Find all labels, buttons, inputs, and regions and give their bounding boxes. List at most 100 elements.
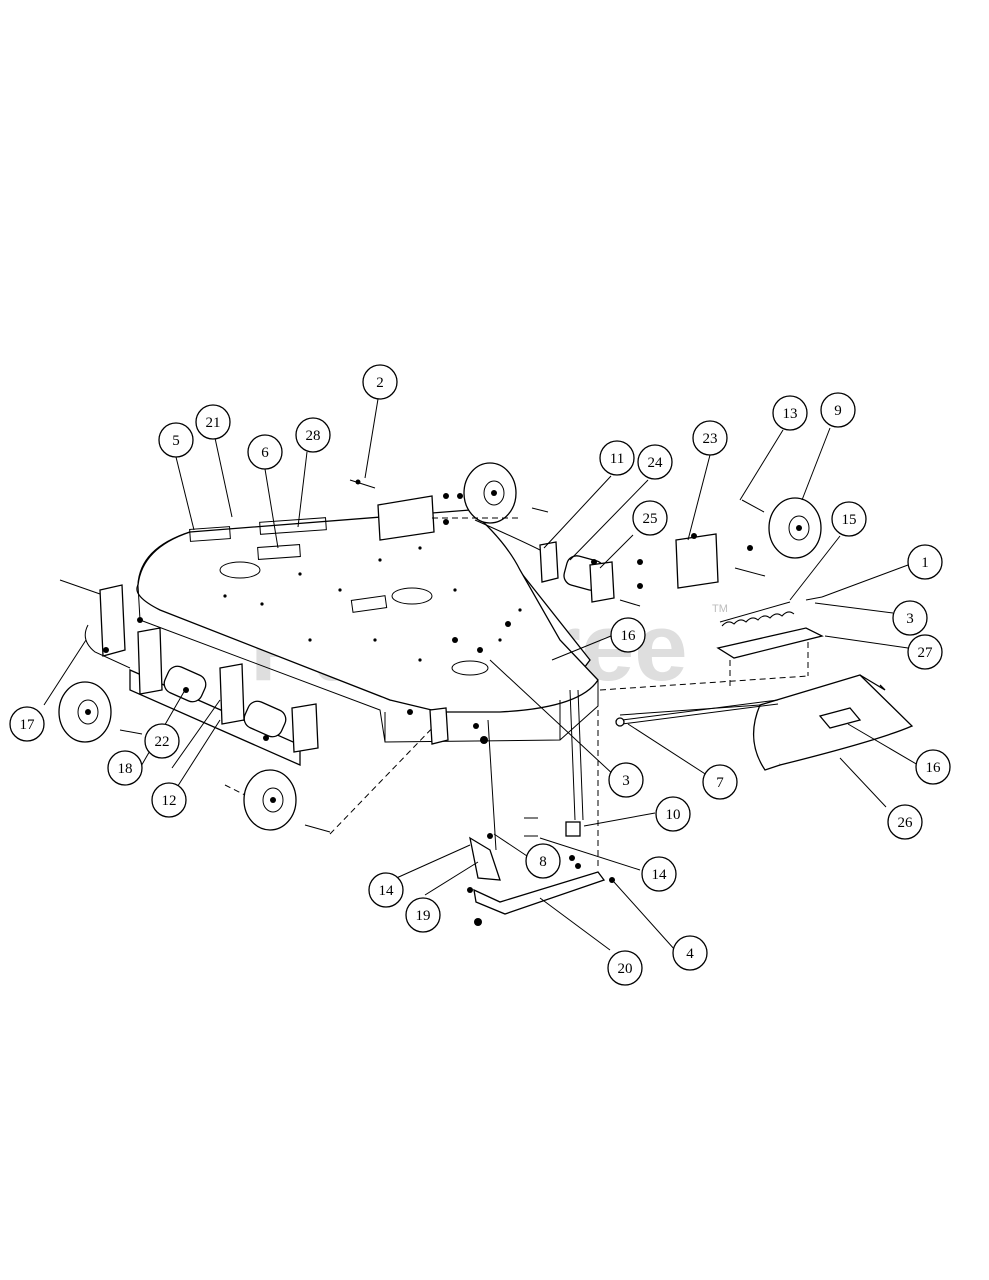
callout-circle [907, 634, 943, 670]
callout-number: 9 [834, 403, 842, 419]
gauge-wheel-front [224, 719, 441, 835]
callout-circle [892, 600, 928, 636]
callout-c17: 17 [9, 706, 45, 742]
callout-number: 16 [621, 628, 637, 644]
callout-circle [915, 749, 951, 785]
callout-c27: 27 [907, 634, 943, 670]
callout-c18: 18 [107, 750, 143, 786]
callout-number: 28 [306, 428, 321, 444]
callout-c4: 4 [672, 935, 708, 971]
callout-circle [107, 750, 143, 786]
callout-number: 22 [155, 734, 170, 750]
callout-number: 27 [918, 645, 934, 661]
callout-c10: 10 [655, 796, 691, 832]
roller-assembly-left [59, 579, 319, 766]
discharge-chute [619, 674, 914, 771]
callouts [43, 398, 919, 951]
callout-number: 3 [622, 773, 630, 789]
callout-c25: 25 [632, 500, 668, 536]
callout-circle [247, 434, 283, 470]
callout-circle [655, 796, 691, 832]
callout-c11: 11 [599, 440, 635, 476]
callout-number: 14 [379, 883, 395, 899]
callout-number: 18 [118, 761, 133, 777]
callout-c6: 6 [247, 434, 283, 470]
callout-c23: 23 [692, 420, 728, 456]
callout-circle [195, 404, 231, 440]
callout-number: 8 [539, 854, 547, 870]
callout-circle [637, 444, 673, 480]
lift-linkage [429, 689, 615, 926]
callout-number: 25 [643, 511, 658, 527]
mower-deck [136, 509, 599, 743]
callout-c3b: 3 [608, 762, 644, 798]
callout-circle [641, 856, 677, 892]
callout-number: 10 [666, 807, 681, 823]
callout-circle [295, 417, 331, 453]
callout-c8: 8 [525, 843, 561, 879]
callout-number: 6 [261, 445, 269, 461]
callout-circle [158, 422, 194, 458]
callout-c24: 24 [637, 444, 673, 480]
callout-c16a: 16 [610, 617, 646, 653]
callout-number: 14 [652, 867, 668, 883]
gauge-wheel-rear-right [675, 497, 822, 589]
callout-c7: 7 [702, 764, 738, 800]
gauge-wheel-rear-left [349, 462, 549, 541]
callout-number: 23 [703, 431, 718, 447]
callout-circle [9, 706, 45, 742]
callout-number: 17 [20, 717, 36, 733]
callout-c14b: 14 [641, 856, 677, 892]
callout-number: 5 [172, 433, 180, 449]
callout-c26: 26 [887, 804, 923, 840]
callout-number: 15 [842, 512, 857, 528]
callout-number: 16 [926, 760, 942, 776]
callout-c5: 5 [158, 422, 194, 458]
callout-c14a: 14 [368, 872, 404, 908]
callout-circle [151, 782, 187, 818]
gauge-wheel-left [58, 681, 143, 743]
watermark-trademark: TM [712, 603, 728, 615]
callout-c28: 28 [295, 417, 331, 453]
callout-circle [692, 420, 728, 456]
callout-circle [610, 617, 646, 653]
callout-number: 26 [898, 815, 914, 831]
callout-circle [831, 501, 867, 537]
callout-circle [608, 762, 644, 798]
callout-c16b: 16 [915, 749, 951, 785]
callout-c20: 20 [607, 950, 643, 986]
callout-number: 2 [376, 375, 384, 391]
callout-circle [772, 395, 808, 431]
callout-circle [907, 544, 943, 580]
callout-number: 21 [206, 415, 221, 431]
callout-number: 20 [618, 961, 633, 977]
callout-c15: 15 [831, 501, 867, 537]
callout-c1: 1 [907, 544, 943, 580]
callout-circle [405, 897, 441, 933]
callout-c12: 12 [151, 782, 187, 818]
callout-c2: 2 [362, 364, 398, 400]
callout-circle [632, 500, 668, 536]
callout-number: 24 [648, 455, 664, 471]
callout-number: 4 [686, 946, 694, 962]
callout-circle [599, 440, 635, 476]
callout-circle [607, 950, 643, 986]
callout-circle [820, 392, 856, 428]
callout-circle [362, 364, 398, 400]
callout-number: 11 [610, 451, 624, 467]
callout-circle [702, 764, 738, 800]
callout-c13: 13 [772, 395, 808, 431]
callout-number: 1 [921, 555, 929, 571]
callout-c3a: 3 [892, 600, 928, 636]
spring-bracket [599, 596, 824, 691]
callout-circle [887, 804, 923, 840]
callout-circle [672, 935, 708, 971]
callout-number: 12 [162, 793, 177, 809]
front-rod [615, 699, 779, 727]
callout-number: 7 [716, 775, 724, 791]
callout-circle [525, 843, 561, 879]
callout-circle [368, 872, 404, 908]
callout-markers: 1233456789101112131414151616171819202122… [9, 364, 951, 986]
callout-c22: 22 [144, 723, 180, 759]
